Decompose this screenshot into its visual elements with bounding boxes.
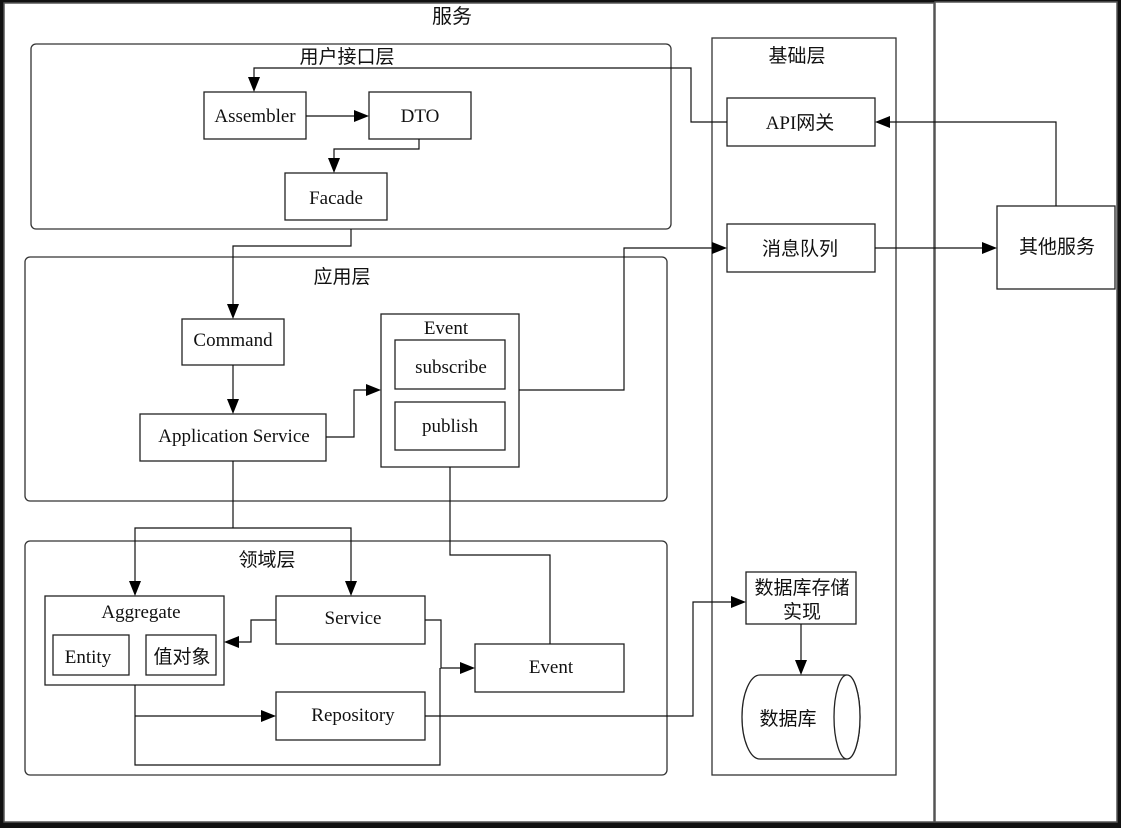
other-service-box[interactable] [996, 205, 1116, 290]
facade-box[interactable] [284, 172, 388, 221]
dto-box[interactable] [368, 91, 472, 140]
facade-label: Facade [309, 188, 363, 209]
arrowhead [129, 581, 141, 596]
arrowhead [795, 660, 807, 675]
connector-service-event [425, 619, 462, 669]
arrowhead [224, 636, 239, 648]
other-service-label: 其他服务 [1019, 236, 1095, 258]
connector-service-aggregate [237, 619, 276, 643]
app-event-title: Event [424, 318, 469, 339]
message-queue-box[interactable] [726, 223, 876, 273]
domain-layer-title: 领域层 [238, 549, 295, 571]
infra-layer [711, 37, 897, 776]
api-gateway-box[interactable] [726, 97, 876, 147]
arrowhead [366, 384, 381, 396]
db-storage-box[interactable] [745, 571, 857, 625]
database-end [833, 674, 861, 760]
domain-layer [24, 540, 668, 776]
connector-appevent-domainevent [449, 467, 551, 644]
domain-service-label: Service [325, 608, 382, 629]
db-storage-label-line2: 实现 [783, 601, 821, 623]
connector-dto-facade [333, 139, 420, 160]
connectors [129, 67, 1057, 766]
arrowhead [328, 158, 340, 173]
external-frame [934, 1, 1118, 823]
connector-split-branches [134, 527, 352, 583]
arrowhead [875, 116, 890, 128]
arrowhead [712, 242, 727, 254]
repository-label: Repository [311, 705, 395, 726]
arrowhead [227, 399, 239, 414]
subscribe-label: subscribe [415, 357, 487, 378]
aggregate-title: Aggregate [101, 602, 180, 623]
arrowhead [248, 77, 260, 92]
connector-gateway-assembler [253, 67, 727, 123]
arrowhead [354, 110, 369, 122]
assembler-label: Assembler [214, 106, 296, 127]
connector-event-mq [519, 247, 714, 391]
entity-box[interactable] [52, 634, 130, 676]
assembler-box[interactable] [203, 91, 307, 140]
api-gateway-label: API网关 [766, 112, 835, 134]
application-service-box[interactable] [139, 413, 327, 462]
service-title: 服务 [432, 5, 472, 28]
domain-service-box[interactable] [275, 595, 426, 645]
app-layer-title: 应用层 [313, 266, 370, 288]
connector-appservice-event [326, 389, 368, 438]
db-storage-label-line1: 数据库存储 [754, 577, 849, 599]
database-cylinder[interactable] [741, 674, 861, 760]
connector-other-gateway [888, 121, 1057, 206]
database-label: 数据库 [759, 708, 816, 730]
arrowhead [227, 304, 239, 319]
arrowhead [982, 242, 997, 254]
ui-layer-title: 用户接口层 [299, 46, 394, 68]
command-box[interactable] [181, 318, 285, 366]
entity-label: Entity [65, 647, 112, 668]
publish-label: publish [422, 416, 478, 437]
publish-box[interactable] [394, 401, 506, 451]
value-object-box[interactable] [145, 634, 217, 676]
infra-layer-title: 基础层 [768, 45, 825, 67]
arrowhead [345, 581, 357, 596]
subscribe-box[interactable] [394, 339, 506, 390]
dto-label: DTO [401, 106, 440, 127]
application-service-label: Application Service [158, 426, 309, 447]
arrowhead [460, 662, 475, 674]
app-layer [24, 256, 668, 502]
arrowhead [261, 710, 276, 722]
command-label: Command [193, 330, 273, 351]
arrowhead [731, 596, 746, 608]
value-object-label: 值对象 [153, 646, 210, 668]
message-queue-label: 消息队列 [762, 238, 838, 260]
connector-facade-command [232, 229, 352, 306]
connector-repository-dbstorage [425, 601, 733, 717]
domain-event-label: Event [529, 657, 574, 678]
